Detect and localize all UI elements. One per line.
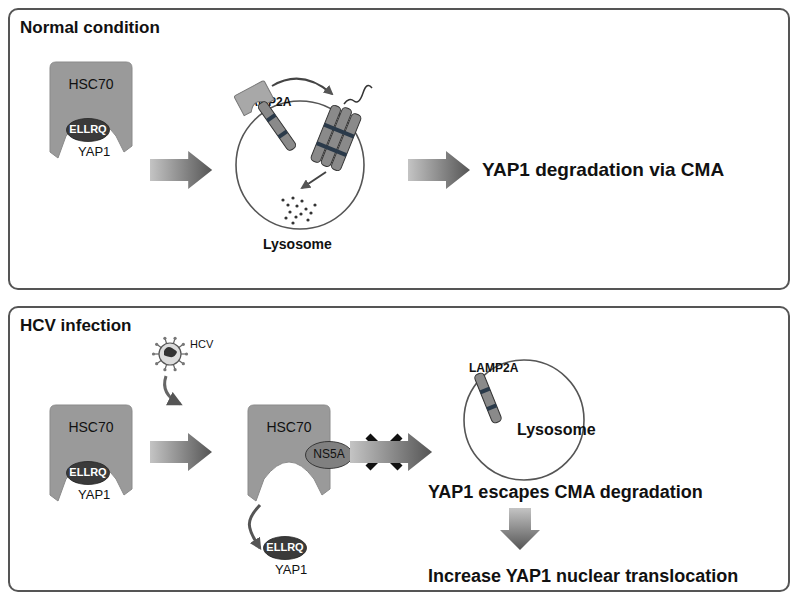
hsc70-chaperone: HSC70ELLRQYAP1 <box>50 62 132 160</box>
lysosome-circle-outline <box>463 359 585 481</box>
block-arrow <box>350 433 432 471</box>
unfolded-substrate <box>344 85 372 104</box>
virus-spike <box>182 343 185 346</box>
result-label: YAP1 degradation via CMA <box>482 159 724 181</box>
node-title: HCV infection <box>20 316 131 336</box>
result-label: Increase YAP1 nuclear translocation <box>428 566 738 587</box>
node-title: HSC70 <box>248 419 330 435</box>
result-label: YAP1 escapes CMA degradation <box>428 482 703 503</box>
virus-spike <box>182 362 185 365</box>
node-caption: YAP1 <box>275 563 307 578</box>
node-caption: Lysosome <box>517 421 596 439</box>
virus-envelope <box>159 343 181 365</box>
release-arrow <box>302 172 326 188</box>
node-title: HSC70 <box>50 76 132 92</box>
block-arrow <box>150 151 212 189</box>
node-title: LAMP2A <box>469 362 518 376</box>
node-title: HSC70 <box>50 419 132 435</box>
node-caption: Lysosome <box>263 236 332 252</box>
connector-group <box>150 151 432 548</box>
curved-arrow <box>249 505 260 548</box>
block-cross <box>368 436 400 468</box>
chaperone-shape <box>50 62 132 158</box>
virus-spike <box>155 343 158 346</box>
entry-arrow <box>165 376 180 404</box>
hcv-virus-outline <box>152 336 188 372</box>
hcv-virus: HCV <box>152 336 188 372</box>
cycle-arrow <box>272 79 332 94</box>
ns5a-protein: NS5A <box>305 441 353 469</box>
hsc70-chaperone: HSC70ELLRQYAP1 <box>50 405 132 503</box>
virus-spike <box>163 368 166 371</box>
ellrq-motif: ELLRQYAP1 <box>263 536 307 560</box>
virus-genome <box>164 347 177 357</box>
node-title: ELLRQ <box>66 466 110 479</box>
node-title: NS5A <box>305 448 353 462</box>
condition-panel: HCV infectionHSC70ELLRQYAP1HCVHSC70NS5AE… <box>8 306 790 592</box>
virus-spike <box>185 352 188 355</box>
block-arrow <box>150 433 212 471</box>
protein-ellipse <box>264 537 307 560</box>
lysosome-circle-outline <box>235 100 365 230</box>
block-arrow <box>500 508 540 550</box>
chaperone-shape <box>50 405 132 501</box>
virus-spike <box>152 352 155 355</box>
protein-ellipse <box>306 442 353 469</box>
node-caption: YAP1 <box>78 145 110 160</box>
node-title: Normal condition <box>20 18 160 38</box>
condition-panel: Normal conditionHSC70ELLRQYAP1LAMP2ALyso… <box>8 8 790 290</box>
ellrq-motif: ELLRQYAP1 <box>66 118 110 142</box>
node-title: ELLRQ <box>263 541 307 554</box>
node-title: ELLRQ <box>66 123 110 136</box>
virus-spike <box>155 362 158 365</box>
block-arrow <box>408 151 470 189</box>
hsc70-chaperone: HSC70NS5A <box>248 405 330 503</box>
node-title: LAMP2A <box>242 96 291 110</box>
lysosome-membrane <box>464 360 584 480</box>
node-title: HCV <box>190 338 213 351</box>
protein-ellipse <box>67 462 110 485</box>
lysosome-membrane <box>236 101 364 229</box>
virus-spike <box>173 368 176 371</box>
degraded-fragments <box>281 196 316 224</box>
node-caption: YAP1 <box>78 488 110 503</box>
ellrq-motif: ELLRQYAP1 <box>66 461 110 485</box>
lysosome-circle: LAMP2ALysosome <box>235 100 365 230</box>
virus-spike <box>173 337 176 340</box>
virus-spike <box>163 337 166 340</box>
protein-ellipse <box>67 119 110 142</box>
lamp2a-monomer <box>474 372 503 424</box>
lysosome-circle: LAMP2ALysosome <box>463 359 585 481</box>
